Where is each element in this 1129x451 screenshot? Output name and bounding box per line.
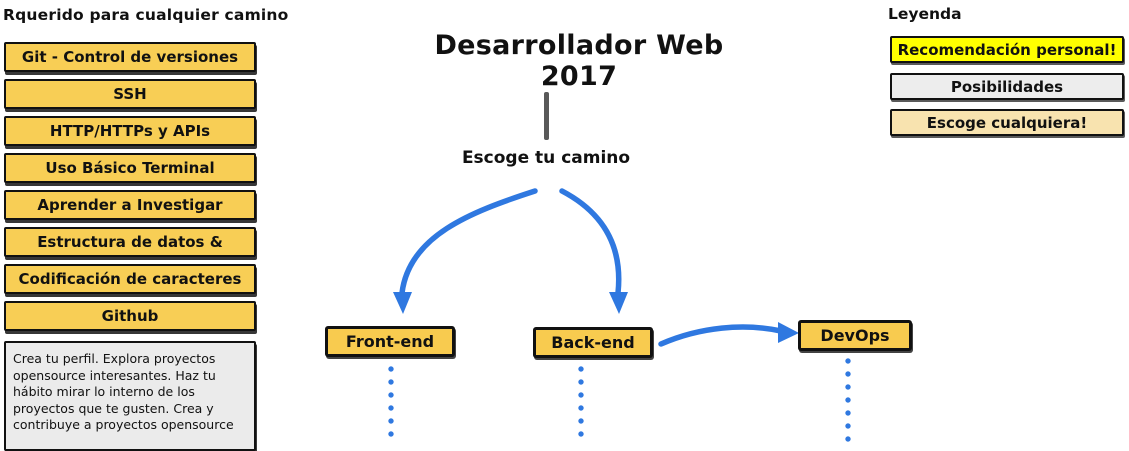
arrow-backend-to-devops [658, 324, 784, 347]
node-devops: DevOps [798, 320, 912, 351]
arrow-to-backend [559, 188, 622, 296]
legend-item-pick-any: Escoge cualquiera! [890, 109, 1124, 136]
required-item-ssh: SSH [4, 79, 256, 109]
legend-item-possibilities: Posibilidades [890, 73, 1124, 100]
required-item-http-apis: HTTP/HTTPs y APIs [4, 116, 256, 146]
required-item-character-encoding: Codificación de caracteres [4, 264, 256, 294]
required-item-data-structures: Estructura de datos & [4, 227, 256, 257]
backend-continuation-dots [578, 366, 584, 444]
arrowhead-frontend [393, 292, 412, 314]
required-item-github: Github [4, 301, 256, 331]
required-item-terminal: Uso Básico Terminal [4, 153, 256, 183]
required-item-research: Aprender a Investigar [4, 190, 256, 220]
required-section-title: Rquerido para cualquier camino [3, 6, 289, 24]
required-items-list: Git - Control de versiones SSH HTTP/HTTP… [4, 42, 256, 451]
devops-continuation-dots [845, 358, 851, 442]
choose-path-label: Escoge tu camino [461, 148, 631, 168]
node-backend: Back-end [533, 327, 653, 358]
arrowhead-backend [609, 292, 628, 314]
legend-title: Leyenda [888, 5, 962, 23]
legend-item-personal-recommendation: Recomendación personal! [890, 36, 1124, 63]
required-item-git: Git - Control de versiones [4, 42, 256, 72]
frontend-continuation-dots [388, 366, 394, 442]
title-stem-line [544, 92, 549, 140]
page-title: Desarrollador Web 2017 [434, 30, 724, 92]
node-frontend: Front-end [325, 326, 455, 357]
github-note: Crea tu perfil. Explora proyectos openso… [4, 341, 256, 451]
arrow-to-frontend [399, 188, 538, 296]
arrowhead-devops [778, 322, 799, 343]
